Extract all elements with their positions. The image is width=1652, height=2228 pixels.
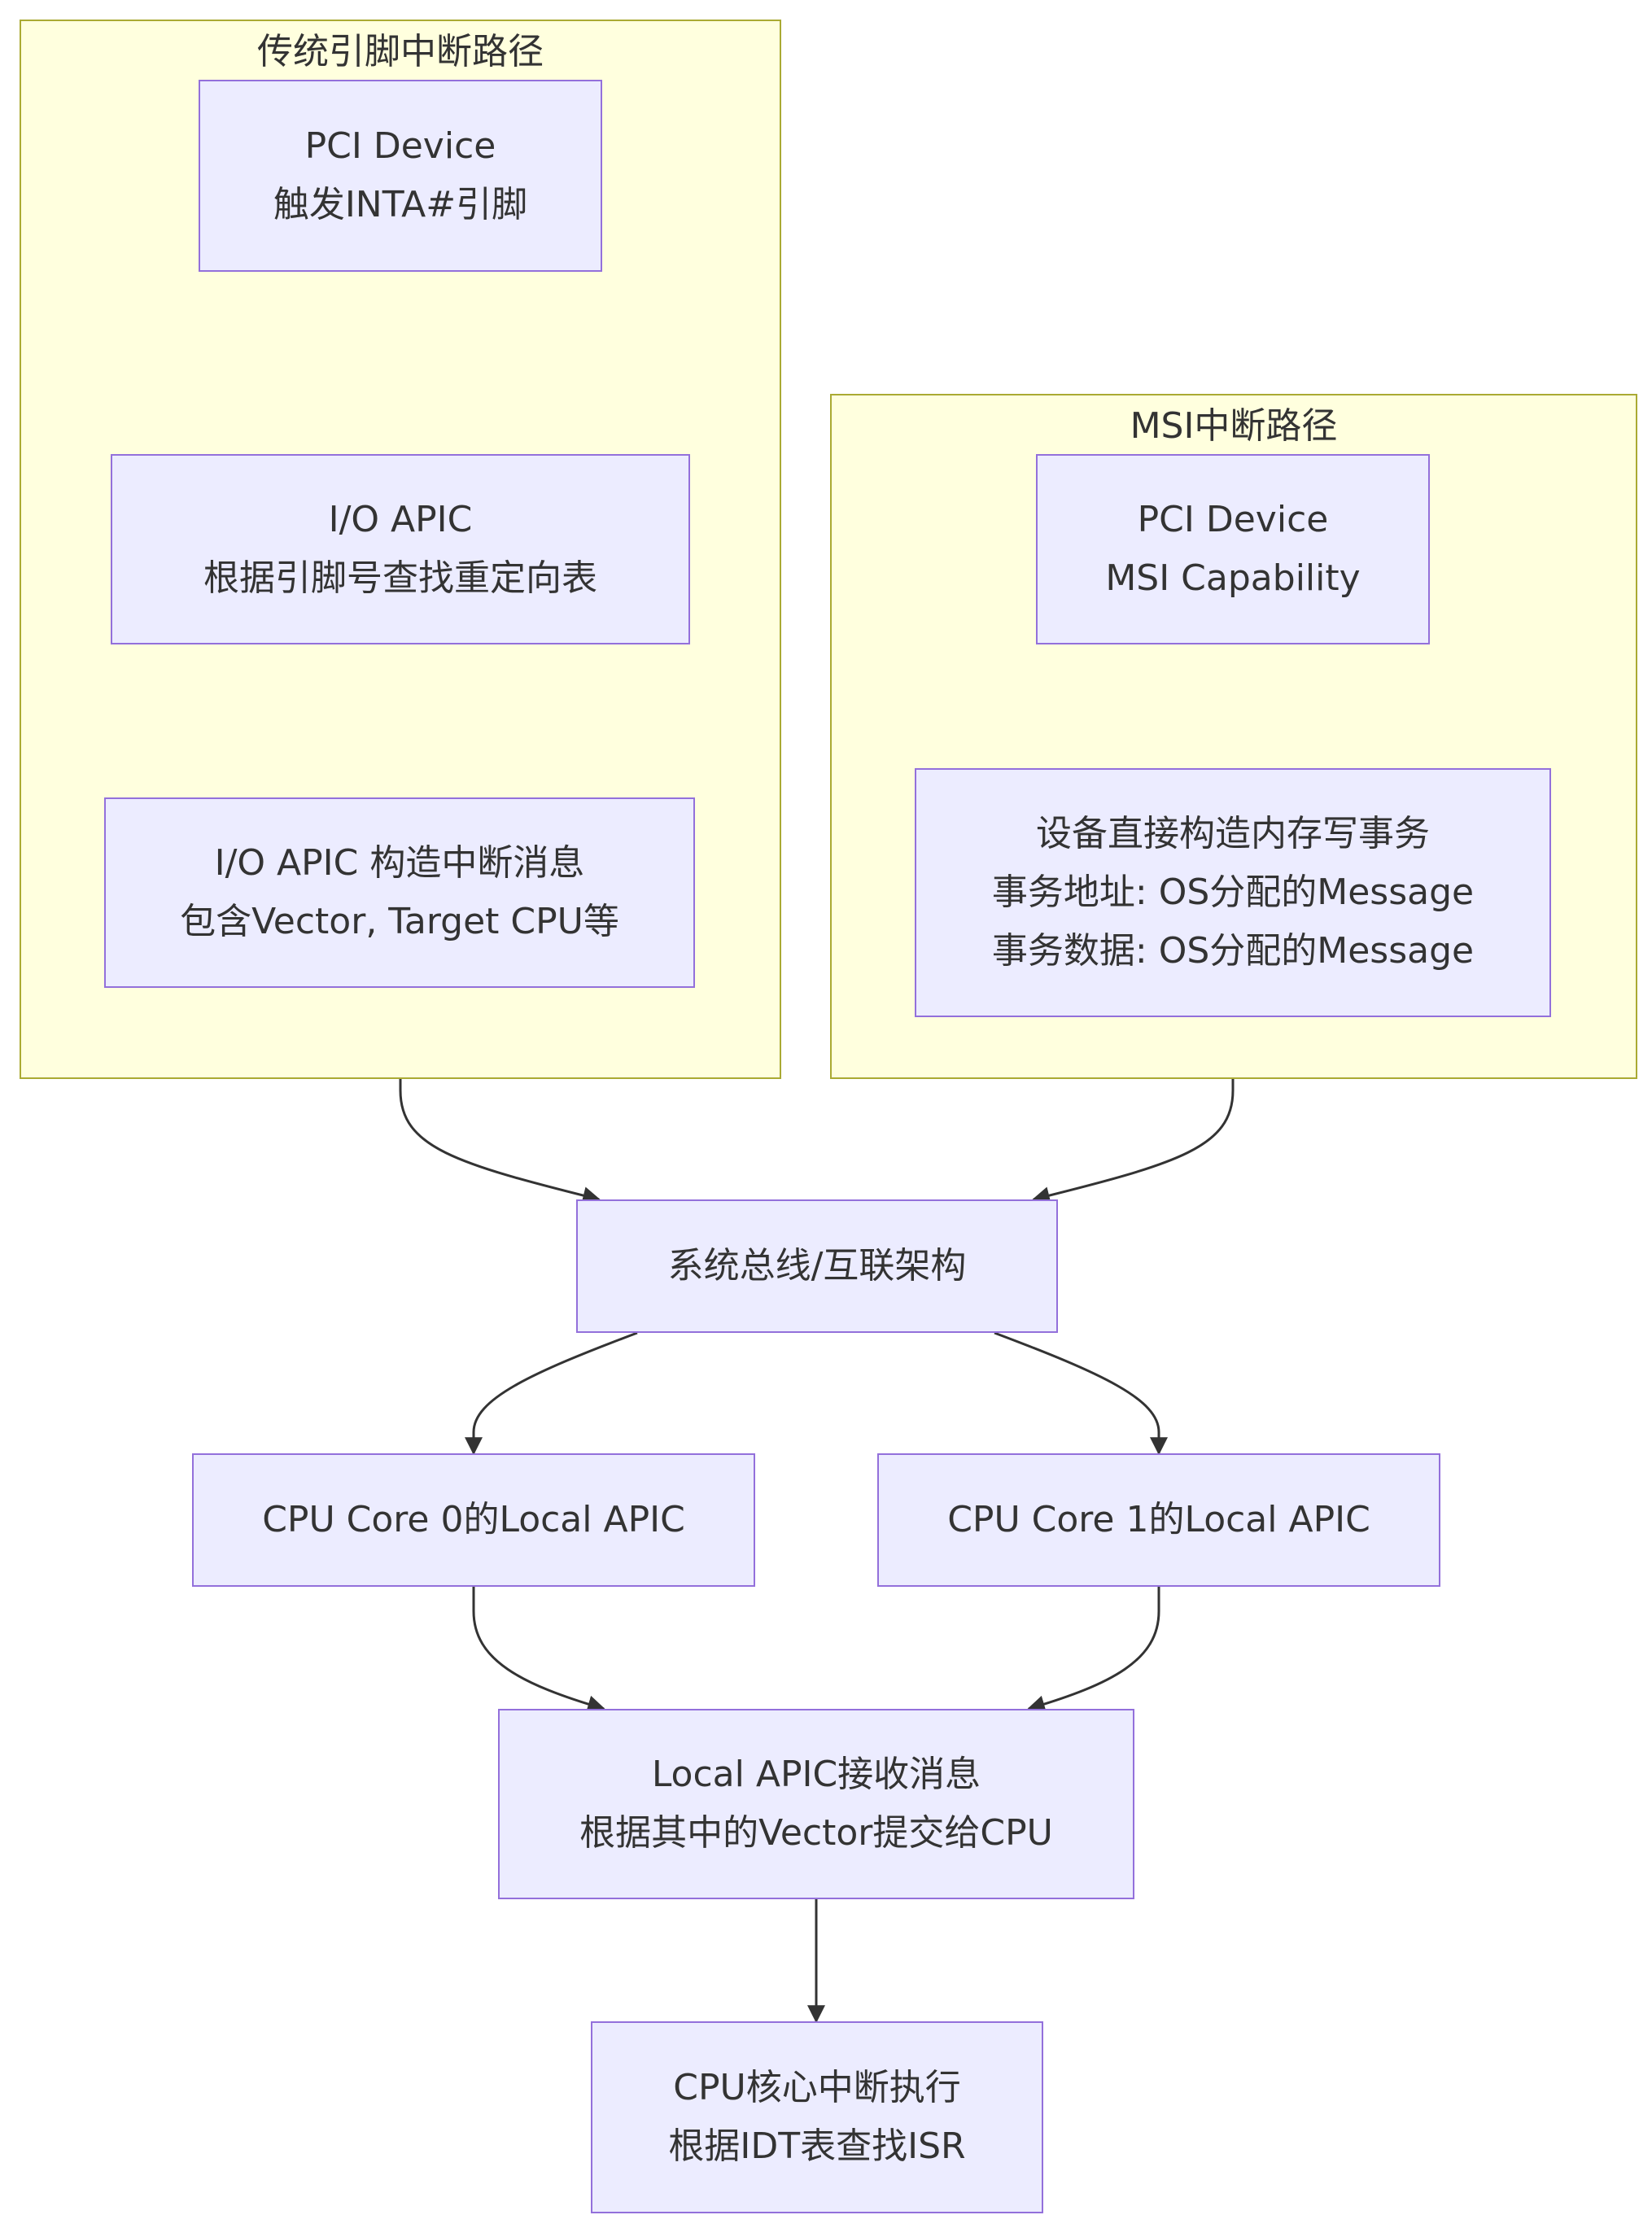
node-io-apic-message: I/O APIC 构造中断消息 包含Vector, Target CPU等 xyxy=(104,797,695,988)
node-msi-pci-device: PCI Device MSI Capability xyxy=(1036,454,1430,644)
node-line: PCI Device xyxy=(304,125,496,167)
node-line: 事务数据: OS分配的Message xyxy=(991,930,1475,972)
node-io-apic: I/O APIC 根据引脚号查找重定向表 xyxy=(111,454,690,644)
node-line: 设备直接构造内存写事务 xyxy=(1036,813,1430,854)
node-line: PCI Device xyxy=(1137,499,1329,540)
node-legacy-pci-device: PCI Device 触发INTA#引脚 xyxy=(199,80,602,272)
node-line: MSI Capability xyxy=(1105,557,1361,599)
edge-bus-to-core1 xyxy=(994,1331,1168,1456)
edge-msi-write-to-bus xyxy=(1031,1017,1235,1204)
edge-bus-to-core0 xyxy=(465,1331,638,1456)
group-title: 传统引脚中断路径 xyxy=(257,31,544,72)
node-system-bus: 系统总线/互联架构 xyxy=(576,1199,1058,1333)
node-line: 系统总线/互联架构 xyxy=(667,1245,967,1287)
node-line: Local APIC接收消息 xyxy=(651,1754,981,1795)
node-line: I/O APIC 构造中断消息 xyxy=(214,842,585,884)
node-cpu-core1-local-apic: CPU Core 1的Local APIC xyxy=(877,1453,1440,1587)
node-local-apic-receive: Local APIC接收消息 根据其中的Vector提交给CPU xyxy=(498,1709,1134,1899)
node-memory-write-transaction: 设备直接构造内存写事务 事务地址: OS分配的Message 事务数据: OS分… xyxy=(915,768,1551,1017)
node-line: CPU Core 1的Local APIC xyxy=(947,1499,1370,1540)
node-line: CPU核心中断执行 xyxy=(673,2067,961,2108)
node-line: CPU Core 0的Local APIC xyxy=(262,1499,685,1540)
edge-core0-to-lapic xyxy=(472,1587,606,1713)
group-title: MSI中断路径 xyxy=(1130,405,1338,447)
node-line: 事务地址: OS分配的Message xyxy=(991,872,1475,913)
node-line: 根据引脚号查找重定向表 xyxy=(203,557,597,599)
node-line: 根据其中的Vector提交给CPU xyxy=(579,1812,1053,1854)
node-cpu-core0-local-apic: CPU Core 0的Local APIC xyxy=(192,1453,755,1587)
node-line: 触发INTA#引脚 xyxy=(273,184,528,225)
edge-core1-to-lapic xyxy=(1026,1587,1160,1713)
node-cpu-interrupt-execute: CPU核心中断执行 根据IDT表查找ISR xyxy=(591,2021,1043,2213)
node-line: 根据IDT表查找ISR xyxy=(668,2125,966,2167)
node-line: I/O APIC xyxy=(328,499,473,540)
node-line: 包含Vector, Target CPU等 xyxy=(180,901,619,942)
edge-ioapic-msg-to-bus xyxy=(399,988,601,1204)
